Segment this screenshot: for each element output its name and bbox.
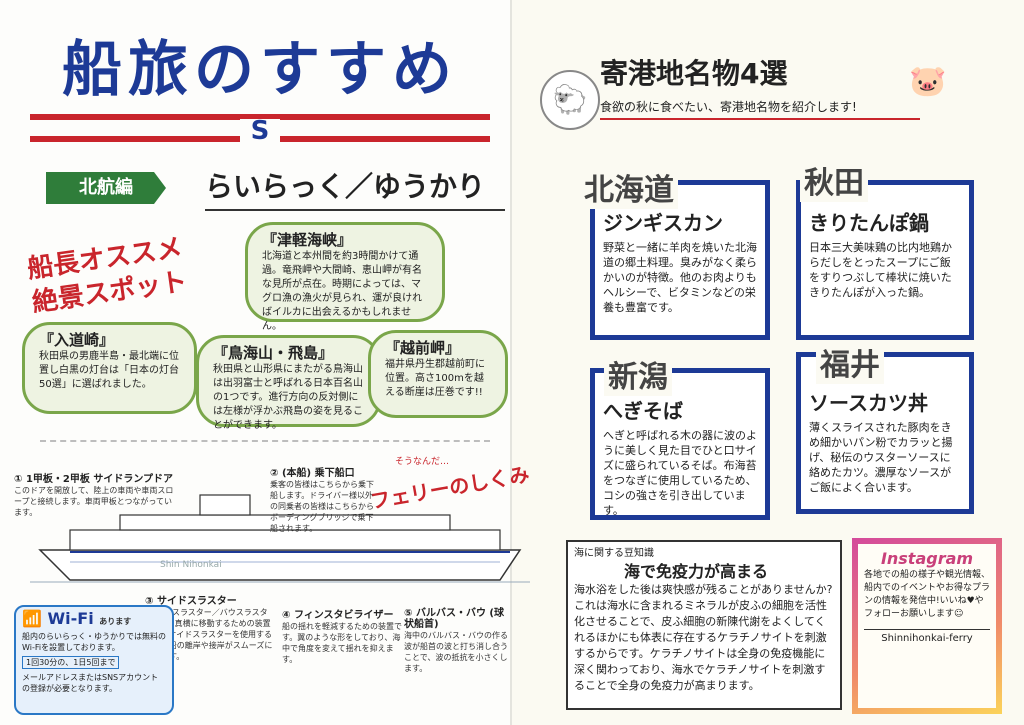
dish-name: きりたんぽ鍋: [809, 211, 929, 235]
note-text: 船の揺れを軽減するための装置です。翼のような形をしており、海中で角度を変えて揺れ…: [282, 622, 402, 664]
dotted-divider: [40, 440, 490, 442]
ferry-note: ② (本船) 乗下船口 乗客の皆様はこちらから乗下船します。ドライバー様以外の同…: [270, 468, 380, 533]
right-title: 寄港地名物4選: [600, 57, 788, 90]
ferry-note: ① 1甲板・2甲板 サイドランプドア このドアを開放して、陸上の車両や車両スロー…: [14, 474, 174, 517]
spot-text: 秋田県の男鹿半島・最北端に位置し白黒の灯台は「日本の灯台50選」に選ばれました。: [39, 351, 179, 390]
dish-text: 日本三大美味鶏の比内地鶏からだしをとったスープにご飯をすりつぶして棒状に焼いたき…: [809, 241, 952, 299]
spot-text: 北海道と本州間を約3時間かけて通過。竜飛岬や大間崎、恵山岬が有名な見所が点在。時…: [262, 251, 423, 332]
spot-name: 『津軽海峡』: [262, 231, 353, 249]
food-card: きりたんぽ鍋 日本三大美味鶏の比内地鶏からだしをとったスープにご飯をすりつぶして…: [796, 180, 974, 340]
food-card: ジンギスカン 野菜と一緒に羊肉を焼いた北海道の郷土料理。臭みがなく柔らかいのが特…: [590, 180, 770, 340]
wifi-box: 📶 Wi-Fi あります 船内のらいらっく・ゆうかりでは無料のWi-Fiを設置し…: [14, 605, 174, 715]
pig-illustration: 🐷: [909, 64, 947, 99]
spot-bubble: 『津軽海峡』 北海道と本州間を約3時間かけて通過。竜飛岬や大間崎、恵山岬が有名な…: [245, 222, 445, 332]
sheep-illustration: 🐑: [540, 70, 600, 130]
wifi-foot: メールアドレスまたはSNSアカウントの登録が必要となります。: [22, 673, 159, 693]
trivia-label: 海に関する豆知識: [574, 548, 654, 559]
wifi-title: Wi-Fi: [47, 609, 94, 628]
instagram-text: 各地での船の様子や観光情報、船内でのイベントやお得なプランの情報を発信中!いいね…: [864, 570, 991, 619]
region-label: 福井: [816, 340, 884, 384]
note-title: ① 1甲板・2甲板 サイドランプドア: [14, 474, 174, 485]
region-label: 秋田: [800, 158, 868, 202]
spot-text: 福井県丹生郡越前町に位置。高さ100mを越える断崖は圧巻です!!: [385, 359, 485, 398]
ship-name: Shin Nihonkai: [160, 560, 222, 570]
spot-text: 秋田県と山形県にまたがる鳥海山は出羽富士と呼ばれる日本百名山の1つです。進行方向…: [213, 364, 363, 431]
spot-name: 『入道崎』: [39, 331, 115, 349]
wifi-icon: 📶: [22, 609, 42, 628]
instagram-title: Instagram: [880, 549, 974, 568]
dish-name: ジンギスカン: [603, 211, 723, 235]
section-tag: 北航編: [46, 172, 166, 204]
wifi-limit: 1回30分の、1日5回まで: [22, 656, 120, 669]
page-divider: [510, 0, 512, 725]
region-label: 北海道: [580, 165, 678, 209]
note-text: このドアを開放して、陸上の車両や車両スロープと接続します。車両甲板とつながってい…: [14, 486, 174, 517]
ferry-subtitle: そうなんだ…: [395, 457, 450, 467]
dish-text: 野菜と一緒に羊肉を焼いた北海道の郷土料理。臭みがなく柔らかいのが特徴。他のお肉よ…: [603, 241, 757, 314]
note-title: ⑤ バルバス・バウ (球状船首): [404, 608, 504, 630]
trivia-heading: 海で免疫力が高まる: [624, 562, 769, 581]
spot-bubble: 『越前岬』 福井県丹生郡越前町に位置。高さ100mを越える断崖は圧巻です!!: [368, 330, 508, 418]
dish-name: ソースカツ丼: [809, 391, 928, 415]
food-card: ソースカツ丼 薄くスライスされた豚肉をきめ細かいパン粉でカラッと揚げ、秘伝のウス…: [796, 352, 974, 514]
ferry-illustration: [30, 494, 530, 583]
dish-text: 薄くスライスされた豚肉をきめ細かいパン粉でカラッと揚げ、秘伝のウスターソースに絡…: [809, 421, 953, 494]
spot-name: 『越前岬』: [385, 339, 461, 357]
dish-name: へぎそば: [603, 399, 683, 423]
dish-text: へぎと呼ばれる木の器に波のように美しく見た目でひと口サイズに盛られているそば。布…: [603, 429, 757, 517]
instagram-box: Instagram 各地での船の様子や観光情報、船内でのイベントやお得なプランの…: [852, 538, 1002, 714]
ferry-note: ④ フィンスタビライザー 船の揺れを軽減するための装置です。翼のような形をしてお…: [282, 610, 402, 680]
note-title: ④ フィンスタビライザー: [282, 610, 394, 621]
note-text: 海中のバルバス・バウの作る波が船首の波と打ち消し合うことで、波の抵抗を小さくしま…: [404, 631, 508, 673]
wifi-text: 船内のらいらっく・ゆうかりでは無料のWi-Fiを設置しております。: [22, 632, 166, 652]
ferry-note: ⑤ バルバス・バウ (球状船首) 海中のバルバス・バウの作る波が船首の波と打ち消…: [404, 608, 510, 678]
trivia-box: 海に関する豆知識 海で免疫力が高まる 海水浴をした後は爽快感が残ることがありませ…: [566, 540, 842, 710]
note-title: ② (本船) 乗下船口: [270, 468, 355, 479]
note-text: 乗客の皆様はこちらから乗下船します。ドライバー様以外の同乗者の皆様はこちらからボ…: [270, 480, 374, 533]
trivia-text: 海水浴をした後は爽快感が残ることがありませんか? これは海水に含まれるミネラルが…: [574, 583, 833, 692]
spot-name: 『鳥海山・飛島』: [213, 344, 334, 362]
region-label: 新潟: [604, 352, 672, 396]
note-title: ③ サイドスラスター: [145, 596, 237, 607]
spot-bubble: 『入道崎』 秋田県の男鹿半島・最北端に位置し白黒の灯台は「日本の灯台50選」に選…: [22, 322, 197, 414]
instagram-handle[interactable]: Shinnihonkai-ferry: [864, 629, 990, 645]
wifi-suffix: あります: [99, 617, 132, 626]
spot-bubble: 『鳥海山・飛島』 秋田県と山形県にまたがる鳥海山は出羽富士と呼ばれる日本百名山の…: [196, 335, 381, 431]
right-subtitle: 食欲の秋に食べたい、寄港地名物を紹介します!: [600, 98, 920, 120]
red-stripe: [30, 114, 490, 120]
page-title: 船旅のすすめ: [62, 35, 458, 105]
ship-names: らいらっく／ゆうかり: [205, 165, 505, 211]
company-logo: S: [240, 118, 280, 144]
